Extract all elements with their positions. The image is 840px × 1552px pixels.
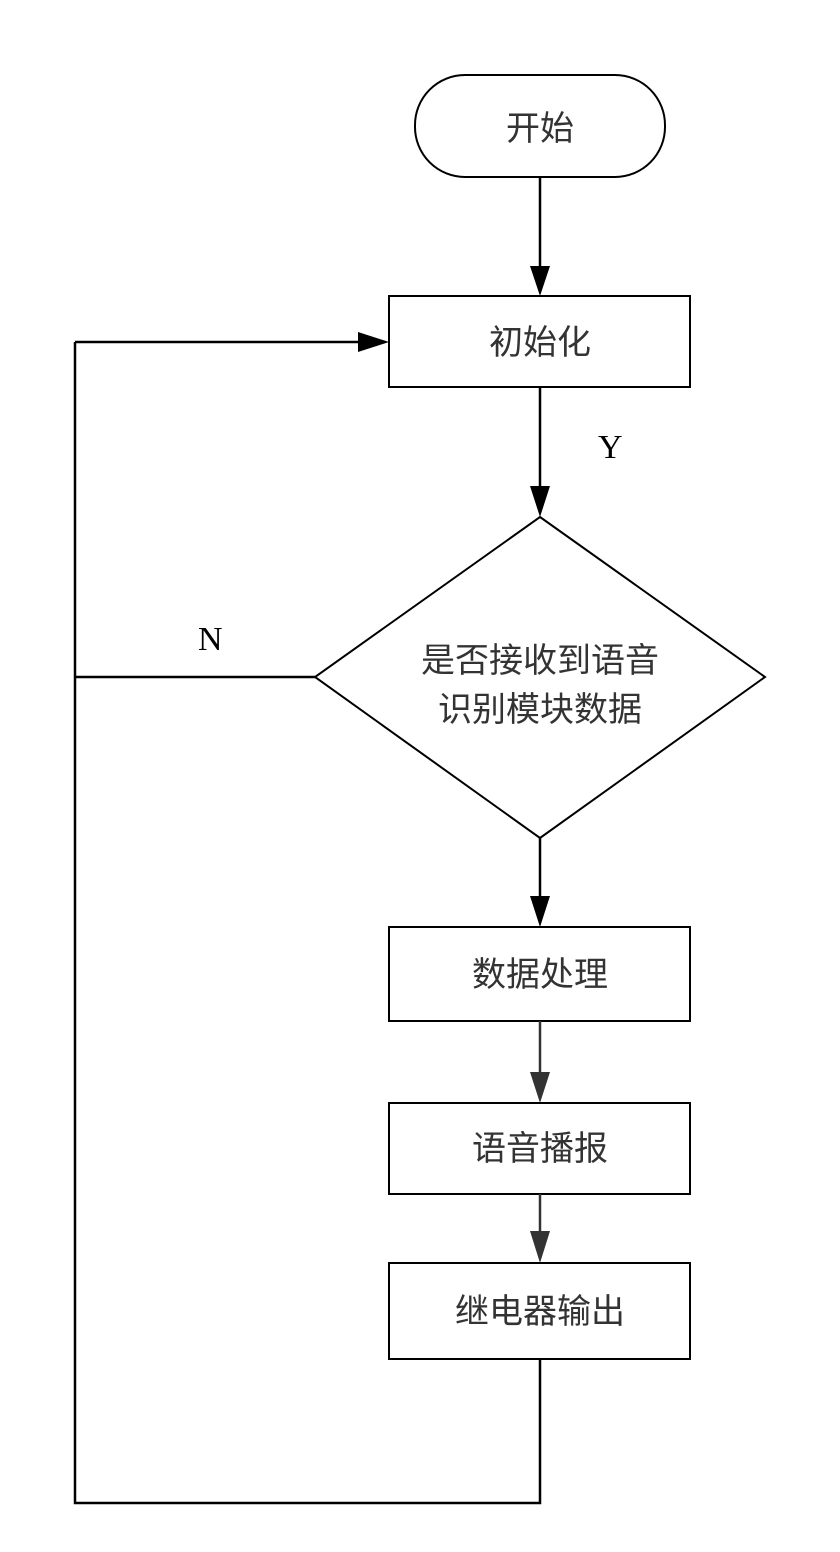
decision-node: 是否接收到语音 识别模块数据 [313, 515, 767, 840]
process-data-node: 数据处理 [388, 926, 691, 1022]
start-node: 开始 [414, 74, 666, 178]
edge-start-to-init [530, 177, 550, 296]
edge-decision-to-process [530, 838, 550, 927]
voice-broadcast-label: 语音播报 [472, 1129, 608, 1169]
edge-process-to-voice [530, 1021, 550, 1103]
no-label: N [198, 621, 223, 658]
arrowhead [530, 1231, 550, 1263]
relay-output-label: 继电器输出 [455, 1292, 625, 1332]
process-data-label: 数据处理 [472, 955, 608, 995]
arrowhead [358, 332, 389, 352]
edge-init-to-decision [530, 387, 550, 517]
init-node: 初始化 [388, 295, 691, 388]
process-data-shape [388, 926, 691, 1022]
yes-label: Y [598, 429, 623, 466]
edge-no-loop [73, 332, 542, 1505]
voice-broadcast-node: 语音播报 [388, 1102, 691, 1195]
decision-label-line2: 识别模块数据 [438, 690, 642, 730]
decision-label-line1: 是否接收到语音 [421, 641, 659, 681]
init-label: 初始化 [489, 323, 591, 363]
voice-broadcast-shape [388, 1102, 691, 1195]
arrowhead [530, 266, 550, 296]
relay-output-node: 继电器输出 [388, 1262, 691, 1360]
relay-output-shape [388, 1262, 691, 1360]
edge-voice-to-relay [530, 1194, 550, 1263]
init-shape [388, 295, 691, 388]
arrowhead [530, 486, 550, 517]
arrowhead [530, 1072, 550, 1103]
arrowhead [530, 896, 550, 927]
start-label: 开始 [506, 109, 574, 149]
